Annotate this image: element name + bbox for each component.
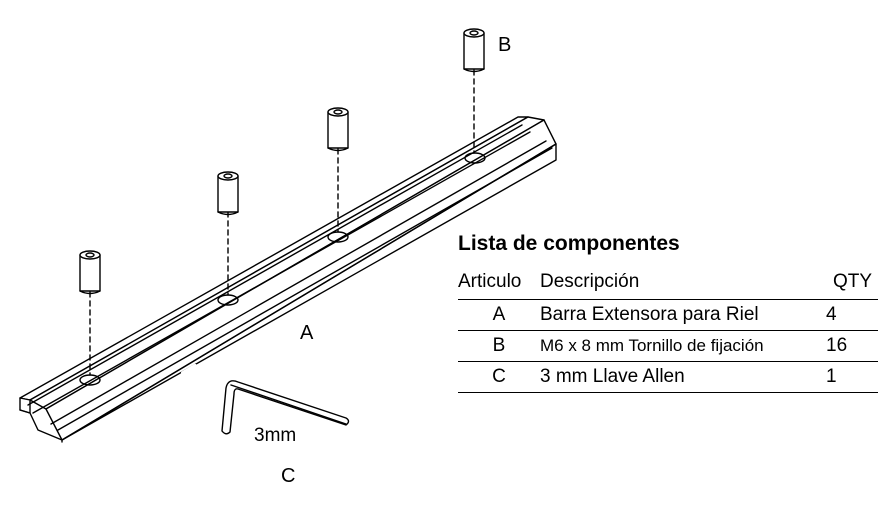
set-screw-2 bbox=[217, 171, 239, 216]
header-qty: QTY bbox=[832, 271, 872, 292]
guide-lines bbox=[89, 69, 475, 376]
table-header-row: Articulo Descripción QTY bbox=[458, 269, 878, 300]
table-row: A Barra Extensora para Riel 4 bbox=[458, 299, 878, 331]
screw-label: B bbox=[498, 34, 512, 56]
row-item: C bbox=[492, 366, 506, 387]
row-qty: 1 bbox=[826, 366, 837, 387]
row-item: A bbox=[492, 304, 506, 325]
row-item: B bbox=[492, 335, 506, 356]
rail-label: A bbox=[300, 322, 314, 344]
table-row: B M6 x 8 mm Tornillo de fijación 16 bbox=[458, 330, 878, 362]
set-screw-4 bbox=[463, 28, 485, 73]
parts-list-title: Lista de componentes bbox=[458, 232, 680, 255]
row-description: M6 x 8 mm Tornillo de fijación bbox=[540, 336, 764, 355]
wrench-label: C bbox=[281, 465, 296, 487]
row-description: Barra Extensora para Riel bbox=[540, 304, 759, 325]
allen-wrench bbox=[221, 380, 350, 435]
row-description: 3 mm Llave Allen bbox=[540, 366, 685, 387]
row-qty: 16 bbox=[826, 335, 848, 356]
row-qty: 4 bbox=[826, 304, 837, 325]
header-item: Articulo bbox=[458, 271, 522, 292]
extension-rail bbox=[19, 116, 557, 443]
parts-table: Articulo Descripción QTY A Barra Extenso… bbox=[458, 269, 878, 393]
header-description: Descripción bbox=[540, 271, 640, 292]
set-screw-3 bbox=[327, 107, 349, 152]
parts-list: Lista de componentes Articulo Descripció… bbox=[458, 232, 878, 393]
set-screw-1 bbox=[79, 250, 101, 295]
table-row: C 3 mm Llave Allen 1 bbox=[458, 361, 878, 393]
wrench-size-label: 3mm bbox=[254, 425, 297, 446]
